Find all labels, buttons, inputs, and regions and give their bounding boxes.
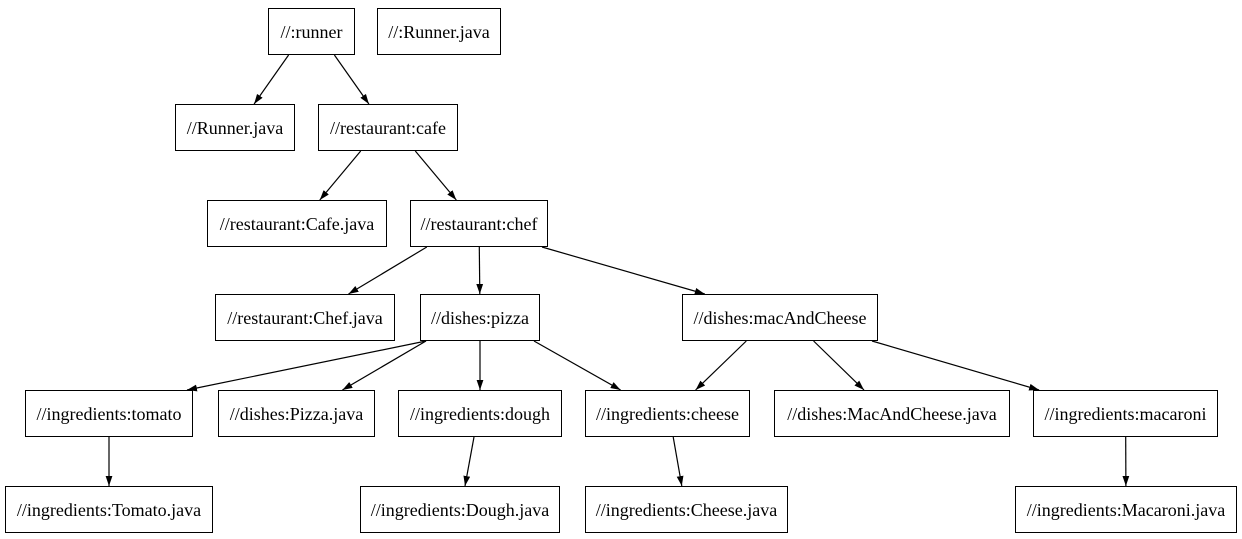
edge-pizza-to-pizza-java — [342, 340, 427, 391]
graph-node-cafe-java: //restaurant:Cafe.java — [207, 200, 387, 247]
edge-pizza-to-cheese — [533, 340, 621, 391]
edge-mac-and-cheese-to-cheese — [695, 340, 747, 391]
edge-cafe-to-cafe-java — [319, 150, 362, 201]
graph-node-mac-and-cheese-java: //dishes:MacAndCheese.java — [774, 390, 1010, 437]
edge-mac-and-cheese-to-mac-and-cheese-java — [813, 340, 865, 391]
graph-node-runner-java: //Runner.java — [175, 104, 295, 151]
graph-node-cheese: //ingredients:cheese — [585, 390, 750, 437]
graph-node-dough-java: //ingredients:Dough.java — [360, 486, 560, 533]
edge-runner-to-runner-java — [253, 54, 290, 105]
edge-runner-to-cafe — [333, 54, 370, 105]
graph-node-macaroni: //ingredients:macaroni — [1033, 390, 1218, 437]
edge-chef-to-mac-and-cheese — [541, 246, 705, 295]
graph-node-tomato-java: //ingredients:Tomato.java — [5, 486, 213, 533]
graph-node-root-runner-java: //:Runner.java — [377, 8, 501, 55]
graph-node-runner: //:runner — [268, 8, 355, 55]
graph-node-chef: //restaurant:chef — [410, 200, 548, 247]
graph-node-cafe: //restaurant:cafe — [318, 104, 458, 151]
graph-node-pizza: //dishes:pizza — [420, 294, 540, 341]
graph-node-cheese-java: //ingredients:Cheese.java — [585, 486, 788, 533]
edge-pizza-to-tomato — [186, 340, 427, 392]
edge-cheese-to-cheese-java — [672, 436, 684, 487]
graph-node-chef-java: //restaurant:Chef.java — [215, 294, 395, 341]
edge-dough-to-dough-java — [463, 436, 475, 487]
graph-node-macaroni-java: //ingredients:Macaroni.java — [1015, 486, 1237, 533]
edge-chef-to-chef-java — [348, 246, 428, 295]
graph-node-tomato: //ingredients:tomato — [25, 390, 193, 437]
graph-node-mac-and-cheese: //dishes:macAndCheese — [682, 294, 878, 341]
edge-mac-and-cheese-to-macaroni — [871, 340, 1040, 391]
graph-node-pizza-java: //dishes:Pizza.java — [218, 390, 375, 437]
edge-chef-to-pizza — [476, 246, 484, 295]
edge-cafe-to-chef — [414, 150, 457, 201]
graph-node-dough: //ingredients:dough — [398, 390, 562, 437]
